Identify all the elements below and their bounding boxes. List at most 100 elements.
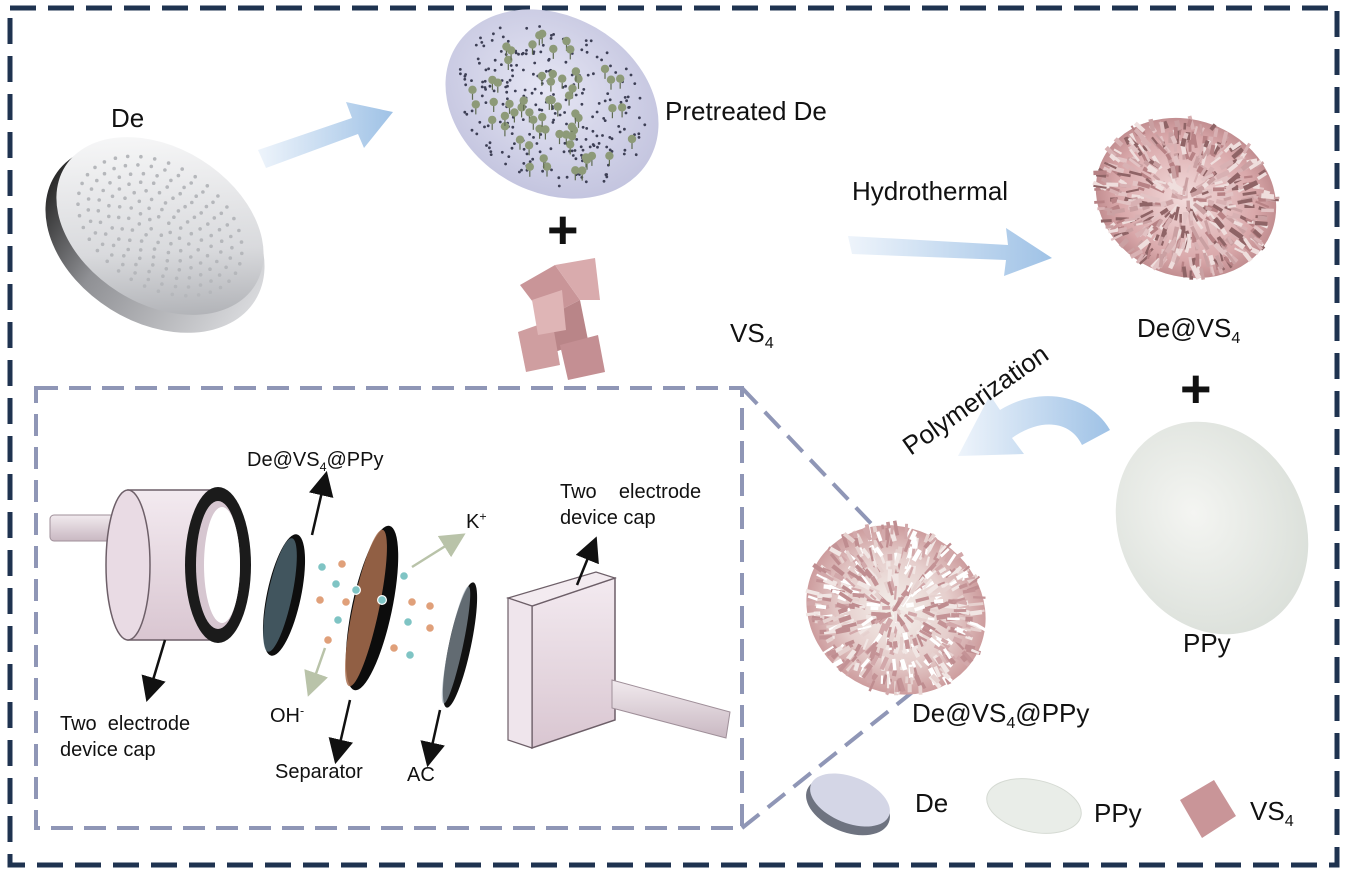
- pore-dot: [493, 58, 497, 62]
- vs4-flake: [885, 527, 890, 541]
- functional-sphere: [571, 67, 581, 76]
- vs4-flake: [890, 525, 894, 535]
- perforation-dot: [127, 182, 131, 186]
- pore-dot: [520, 52, 524, 56]
- functional-sphere: [566, 45, 575, 54]
- pore-dot: [489, 150, 493, 154]
- pore-dot: [532, 72, 535, 76]
- pore-dot: [540, 91, 543, 95]
- vs4-flake: [910, 677, 914, 685]
- vs4-flake: [893, 585, 898, 600]
- vs4-flake: [861, 574, 872, 588]
- vs4-flake: [1195, 200, 1205, 208]
- vs4-flake: [939, 542, 952, 555]
- vs4-flake: [837, 598, 849, 605]
- vs4-flake: [838, 614, 852, 624]
- vs4-flake: [1201, 190, 1209, 196]
- vs4-flake: [1162, 217, 1173, 230]
- pore-dot: [470, 109, 474, 113]
- perforation-dot: [239, 240, 244, 244]
- vs4-flake: [946, 553, 957, 567]
- pore-dot: [550, 168, 553, 172]
- pore-dot: [564, 84, 567, 88]
- vs4-flake: [823, 584, 832, 590]
- perforation-dot: [128, 172, 133, 176]
- vs4-flake: [1240, 159, 1254, 172]
- vs4-flake: [961, 650, 974, 664]
- arrow-to-pretreated: [258, 102, 393, 168]
- vs4-flake: [927, 617, 935, 621]
- vs4-flake: [1217, 265, 1224, 274]
- functional-sphere: [582, 155, 592, 164]
- vs4-flake: [1119, 183, 1132, 189]
- pore-dot: [506, 39, 510, 43]
- perforation-dot: [238, 262, 242, 266]
- vs4-flake: [1256, 171, 1268, 181]
- pore-dot: [581, 148, 585, 152]
- vs4-flake: [875, 537, 884, 549]
- perforation-dot: [215, 259, 219, 264]
- pore-dot: [532, 136, 535, 139]
- vs4-flake: [811, 617, 823, 621]
- vs4-flake: [930, 673, 941, 684]
- vs4-flake: [944, 677, 952, 685]
- vs4-flake: [1237, 198, 1253, 205]
- functional-sphere: [505, 99, 514, 109]
- vs4-flake: [819, 571, 835, 582]
- device-label-oh-sup: -: [300, 703, 305, 718]
- perforation-dot: [189, 266, 193, 270]
- vs4-flake: [1169, 203, 1179, 215]
- pore-dot: [540, 108, 544, 112]
- vs4-flake: [907, 683, 912, 693]
- vs4-flake: [861, 630, 870, 638]
- perforation-dot: [132, 190, 136, 195]
- vs4-flake: [872, 525, 878, 533]
- pore-dot: [552, 118, 555, 122]
- vs4-flake: [958, 582, 968, 590]
- vs4-flake: [1179, 213, 1182, 223]
- vs4-flake: [891, 669, 898, 677]
- perforation-dot: [77, 213, 82, 218]
- label-vs4: VS4: [730, 320, 774, 351]
- device-left-cap: [105, 487, 251, 643]
- vs4-flake: [840, 578, 853, 586]
- vs4-flake: [1183, 212, 1187, 225]
- pore-dot: [533, 61, 537, 65]
- pore-dot: [595, 55, 599, 59]
- vs4-flake: [1105, 225, 1114, 229]
- pore-dot: [571, 154, 575, 157]
- vs4-flake: [1242, 191, 1257, 196]
- perforation-dot: [138, 248, 143, 252]
- perforation-dot: [163, 168, 167, 172]
- vs4-flake: [929, 536, 938, 545]
- vs4-flake: [899, 636, 904, 651]
- vs4-flake: [1183, 122, 1187, 130]
- vs4-flake: [1142, 144, 1148, 152]
- vs4-flake: [1104, 207, 1113, 212]
- functional-sphere: [468, 85, 477, 95]
- pore-dot: [591, 143, 595, 146]
- ion-particle: [389, 642, 400, 653]
- pore-dot: [603, 99, 607, 103]
- perforation-dot: [148, 217, 152, 222]
- pore-dot: [595, 110, 599, 114]
- vs4-flake: [846, 649, 857, 661]
- pore-dot: [570, 149, 574, 153]
- perforation-dot: [139, 239, 144, 243]
- pore-dot: [580, 102, 584, 106]
- perforation-dot: [130, 228, 135, 232]
- vs4-flake: [1142, 205, 1150, 211]
- pointer-oh-ion: [304, 647, 328, 697]
- de-vs4-flake-disc: [1092, 115, 1280, 280]
- vs4-flake: [1133, 218, 1145, 227]
- polymerization-arrow: [958, 395, 1110, 456]
- perforation-dot: [228, 256, 233, 260]
- vs4-flake: [964, 576, 976, 581]
- vs4-flake: [815, 604, 827, 610]
- pore-dot: [521, 118, 525, 121]
- vs4-flake: [1177, 195, 1188, 200]
- vs4-flake: [1129, 148, 1140, 162]
- pore-dot: [498, 120, 502, 124]
- vs4-flake: [1149, 226, 1159, 235]
- vs4-flake: [1198, 143, 1204, 159]
